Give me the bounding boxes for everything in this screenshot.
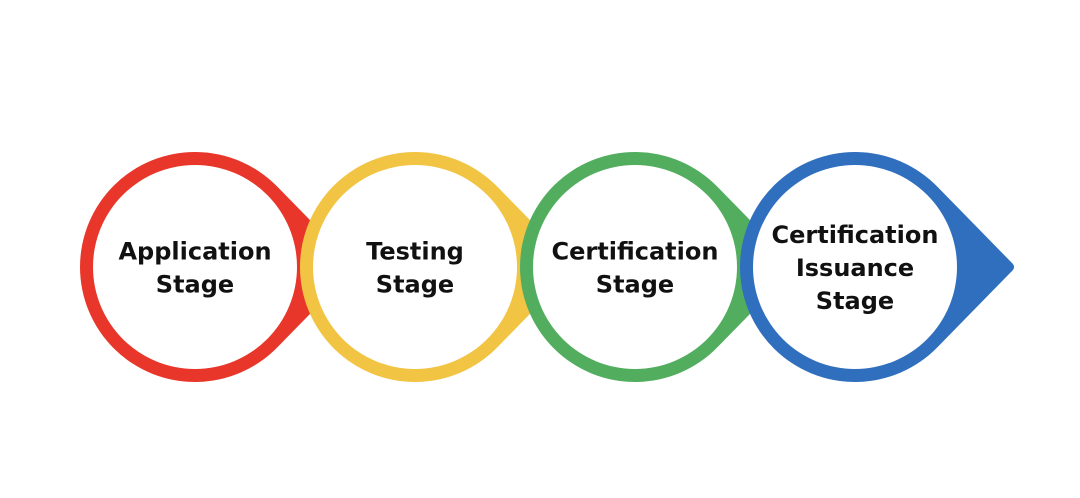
stage-4-inner-circle: [753, 165, 957, 369]
stage-2-label-line: Testing: [366, 238, 464, 266]
stage-3-label-line: Certification: [552, 238, 719, 266]
stage-2-inner-circle: [313, 165, 517, 369]
stage-3-inner-circle: [533, 165, 737, 369]
stage-2-label-line: Stage: [376, 271, 454, 299]
stage-4-label-line: Stage: [816, 287, 894, 315]
stage-shapes: [80, 151, 1014, 382]
stage-4-label-line: Certification: [772, 221, 939, 249]
stage-3-label-line: Stage: [596, 271, 674, 299]
stage-1-label-line: Stage: [156, 271, 234, 299]
stage-1-label-line: Application: [118, 238, 271, 266]
stage-1-inner-circle: [93, 165, 297, 369]
stage-4-label-line: Issuance: [796, 254, 914, 282]
